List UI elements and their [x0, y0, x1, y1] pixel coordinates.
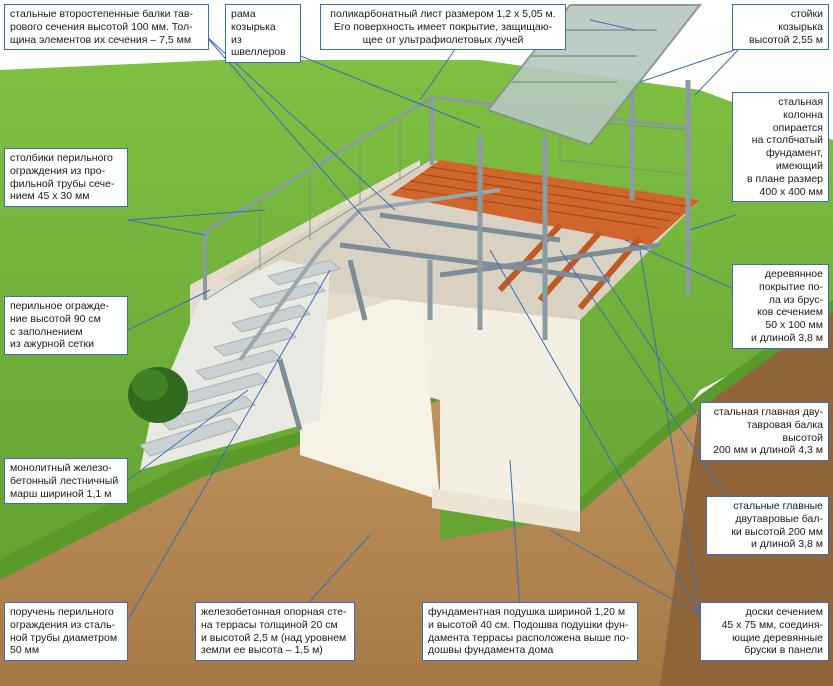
label-handrail: поручень перильного ограждения из сталь-…	[4, 602, 128, 662]
support-wall-front	[420, 290, 580, 520]
label-foundation-pad: фундаментная подушка шириной 1,20 м и вы…	[422, 602, 638, 662]
leader-lines	[127, 19, 741, 621]
label-railing-posts: столбики перильного ограждения из про- ф…	[4, 148, 128, 208]
label-wood-deck: деревянное покрытие по- ла из брус- ков …	[732, 264, 829, 349]
soil-front	[0, 320, 833, 686]
label-canopy-frame: рама козырька из швеллеров	[225, 4, 301, 64]
label-boards: доски сечением 45 х 75 мм, соединя- ющие…	[700, 602, 829, 662]
soil-right	[660, 300, 833, 686]
label-railing: перильное огражде- ние высотой 90 см с з…	[4, 296, 128, 356]
label-secondary-beams: стальные второстепенные балки тав- ровог…	[4, 4, 209, 51]
label-polycarbonate: поликарбонатный лист размером 1,2 х 5,05…	[320, 4, 566, 51]
label-main-beams: стальные главные двутавровые бал- ки выс…	[706, 496, 829, 556]
label-canopy-posts: стойки козырька высотой 2,55 м	[732, 4, 829, 51]
foundation-pad	[432, 488, 580, 532]
label-steel-column: стальная колонна опирается на столбчатый…	[732, 92, 829, 203]
label-support-wall: железобетонная опорная сте- на террасы т…	[195, 602, 355, 662]
grass-edge-right	[560, 300, 833, 525]
label-main-beam: стальная главная дву- тавровая балка выс…	[700, 402, 829, 462]
wall-opening	[300, 290, 440, 500]
label-stair-flight: монолитный железо- бетонный лестничный м…	[4, 458, 128, 505]
handrail	[238, 188, 501, 362]
